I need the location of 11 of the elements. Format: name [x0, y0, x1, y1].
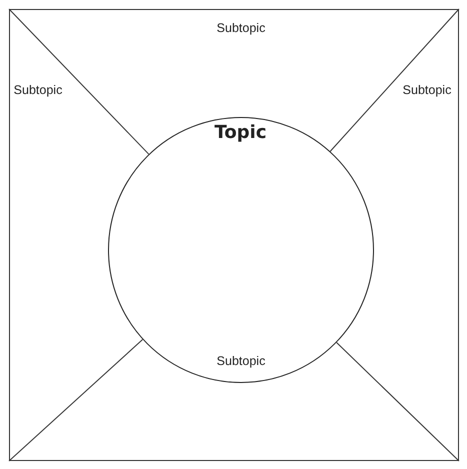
frame-box: [9, 9, 459, 461]
subtopic-label: Subtopic: [14, 83, 62, 97]
connector-line: [8, 338, 144, 462]
topic-title: Topic: [214, 122, 266, 142]
topic-circle: [108, 116, 374, 382]
subtopic-label: Subtopic: [216, 21, 266, 35]
connector-line: [336, 342, 460, 462]
connector-line: [330, 8, 460, 152]
connector-line: [8, 8, 150, 155]
subtopic-label: Subtopic: [402, 83, 452, 97]
subtopic-label: Subtopic: [216, 354, 266, 368]
